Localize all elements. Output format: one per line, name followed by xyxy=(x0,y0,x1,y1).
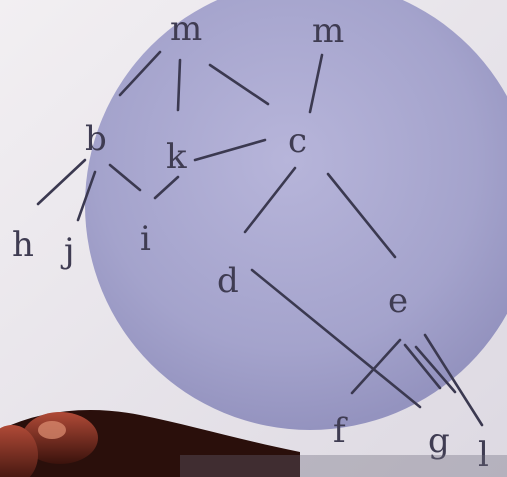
fingers-photo-edge xyxy=(0,410,507,477)
edge-e-l1 xyxy=(423,333,484,427)
node-h: h xyxy=(12,225,34,265)
tree-edges xyxy=(36,50,484,427)
node-g: g xyxy=(428,421,450,461)
node-j: j xyxy=(60,231,75,271)
edge-m-k xyxy=(176,58,182,112)
paper-bottom-edge xyxy=(180,455,507,477)
edge-e-g xyxy=(403,343,442,390)
node-m-right: m xyxy=(312,11,344,51)
edge-b-i xyxy=(108,163,142,192)
edge-m2-c xyxy=(308,53,324,114)
node-d: d xyxy=(217,261,239,301)
node-m-left: m xyxy=(170,9,202,49)
blue-circle xyxy=(85,0,507,430)
edge-k-c xyxy=(193,138,267,162)
edge-k-i xyxy=(153,175,180,200)
edge-e-f xyxy=(350,338,402,395)
tree-nodes: m m b k c h j i d e f g l xyxy=(12,9,489,475)
node-e: e xyxy=(388,281,408,321)
node-c: c xyxy=(288,121,307,161)
edge-c-d xyxy=(243,166,297,234)
edge-c-e xyxy=(326,172,397,259)
node-k: k xyxy=(166,137,187,177)
edge-e-l2 xyxy=(414,345,457,394)
fingernail xyxy=(38,421,66,439)
node-b: b xyxy=(85,119,107,159)
edge-b-h xyxy=(36,158,87,206)
node-l: l xyxy=(478,435,489,475)
node-i: i xyxy=(140,219,151,259)
edge-m-c xyxy=(208,63,270,106)
finger-2 xyxy=(0,425,38,477)
node-f: f xyxy=(333,411,348,451)
edge-m-b xyxy=(118,50,162,97)
edge-b-j xyxy=(76,170,97,222)
edge-d-g xyxy=(250,268,422,409)
